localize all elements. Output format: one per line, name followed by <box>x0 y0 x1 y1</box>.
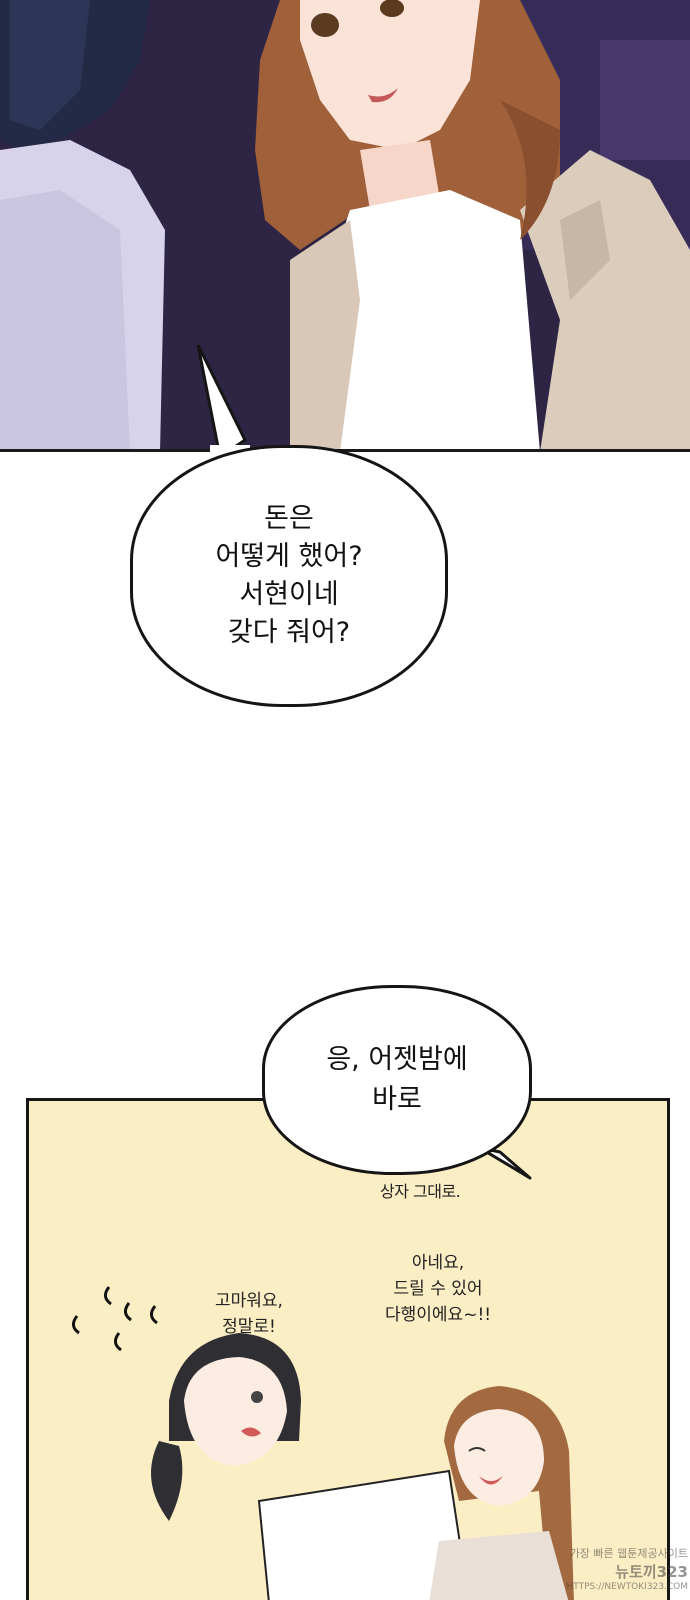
watermark-line-1: 가장 빠른 웹툰제공사이트 <box>569 1547 688 1560</box>
sfx-box-note: 상자 그대로. <box>380 1182 461 1201</box>
speech-line: 응, 어젯밤에 <box>326 1044 468 1075</box>
sfx-line: 다행이에요~!! <box>385 1305 492 1325</box>
watermark-line-3: HTTPS://NEWTOKI323.COM <box>566 1582 688 1592</box>
speech-line: 바로 <box>372 1084 422 1115</box>
sfx-reply: 아네요, 드릴 수 있어 다행이에요~!! <box>385 1250 491 1328</box>
sfx-line: 아네요, <box>411 1253 465 1273</box>
sfx-thanks: 고마워요, 정말로! <box>215 1288 283 1340</box>
thankful-characters-illustration <box>72 1286 574 1600</box>
watermark-line-2: 뉴토끼323 <box>615 1563 688 1581</box>
site-watermark: 가장 빠른 웹툰제공사이트 뉴토끼323 HTTPS://NEWTOKI323.… <box>512 1545 688 1592</box>
bottom-panel-illustration <box>26 1098 670 1600</box>
speech-line: 어떻게 했어? <box>215 541 363 572</box>
characters-illustration <box>0 0 690 449</box>
speech-line: 돈은 <box>264 503 314 534</box>
speech-line: 서현이네 <box>239 579 339 610</box>
sfx-line: 드릴 수 있어 <box>393 1279 483 1299</box>
top-panel-illustration <box>0 0 690 452</box>
speech-bubble-1-tail <box>196 345 250 460</box>
speech-bubble-1: 돈은 어떻게 했어? 서현이네 갖다 줘어? <box>130 445 448 707</box>
sfx-line: 고마워요, <box>215 1291 283 1311</box>
speech-line: 갖다 줘어? <box>227 617 351 648</box>
speech-bubble-2: 응, 어젯밤에 바로 <box>262 985 532 1175</box>
sfx-line: 정말로! <box>222 1317 276 1337</box>
